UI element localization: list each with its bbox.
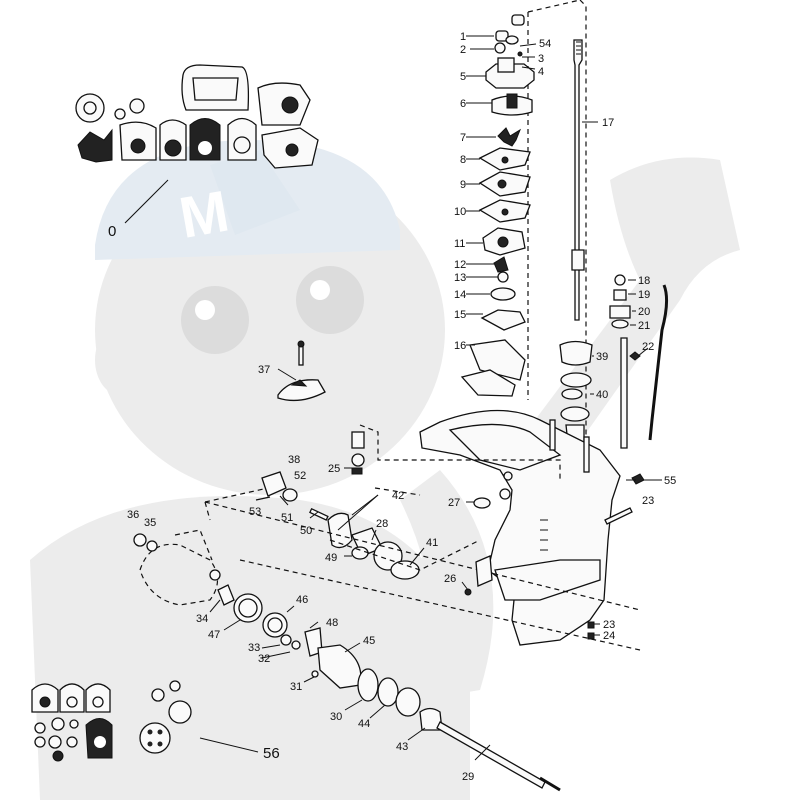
anode — [461, 555, 493, 596]
callout-52: 52 — [294, 470, 306, 482]
callout-51: 51 — [281, 512, 293, 524]
callout-24: 24 — [603, 630, 615, 642]
callout-32: 32 — [258, 653, 270, 665]
watermark-mascot-icon: M — [30, 140, 740, 800]
callout-42: 42 — [392, 490, 404, 502]
water-pump-kit-group — [75, 64, 319, 224]
callout-18: 18 — [638, 275, 650, 287]
callout-33: 33 — [248, 642, 260, 654]
bearing-carrier — [261, 605, 443, 741]
callout-3: 3 — [538, 53, 544, 65]
callout-7: 7 — [460, 132, 466, 144]
callout-37: 37 — [258, 364, 270, 376]
callout-38: 38 — [288, 454, 300, 466]
callout-35: 35 — [144, 517, 156, 529]
callout-54: 54 — [539, 38, 551, 50]
gasket-kit-group — [31, 680, 259, 762]
callout-1: 1 — [460, 31, 466, 43]
callout-30: 30 — [330, 711, 342, 723]
callout-9: 9 — [460, 179, 466, 191]
callout-12: 12 — [454, 259, 466, 271]
callout-23-lower: 23 — [603, 619, 615, 631]
callout-39: 39 — [596, 351, 608, 363]
callout-25: 25 — [328, 463, 340, 475]
trim-tab — [277, 340, 326, 402]
callout-11: 11 — [454, 238, 465, 250]
callout-22: 22 — [642, 341, 654, 353]
callout-46: 46 — [296, 594, 308, 606]
shift-shaft-bushing — [344, 431, 491, 509]
callout-10: 10 — [454, 206, 466, 218]
callout-26: 26 — [444, 573, 456, 585]
water-pump-stack — [460, 14, 535, 397]
callout-34: 34 — [196, 613, 208, 625]
shift-parts — [609, 274, 669, 449]
callout-40: 40 — [596, 389, 608, 401]
callout-53: 53 — [249, 506, 261, 518]
callout-31: 31 — [290, 681, 302, 693]
propeller-shaft — [436, 721, 561, 792]
callout-41: 41 — [426, 537, 438, 549]
propeller-outline — [133, 529, 263, 631]
callout-labels: 0 1 2 3 4 5 6 7 8 9 10 11 12 13 14 15 16… — [108, 31, 676, 783]
callout-0: 0 — [108, 223, 116, 240]
callout-28: 28 — [376, 518, 388, 530]
callout-20: 20 — [638, 306, 650, 318]
callout-27: 27 — [448, 497, 460, 509]
callout-44: 44 — [358, 718, 370, 730]
callout-5: 5 — [460, 71, 466, 83]
callout-55: 55 — [664, 475, 676, 487]
callout-43: 43 — [396, 741, 408, 753]
callout-17: 17 — [602, 117, 614, 129]
housing-bolts — [587, 473, 662, 640]
callout-23-upper: 23 — [642, 495, 654, 507]
callout-47: 47 — [208, 629, 220, 641]
callout-50: 50 — [300, 525, 312, 537]
callout-15: 15 — [454, 309, 466, 321]
callout-13: 13 — [454, 272, 466, 284]
callout-21: 21 — [638, 320, 650, 332]
callout-2: 2 — [460, 44, 466, 56]
callout-56: 56 — [263, 745, 280, 762]
top-stack-leaders — [466, 35, 537, 346]
callout-4: 4 — [538, 66, 544, 78]
callout-19: 19 — [638, 289, 650, 301]
callout-49: 49 — [325, 552, 337, 564]
callout-29: 29 — [462, 771, 474, 783]
drive-shaft — [571, 39, 598, 321]
watermark-cap-letter: M — [175, 179, 234, 251]
callout-45: 45 — [363, 635, 375, 647]
gear-housing — [419, 409, 621, 646]
callout-14: 14 — [454, 289, 466, 301]
callout-6: 6 — [460, 98, 466, 110]
callout-8: 8 — [460, 154, 466, 166]
callout-36: 36 — [127, 509, 139, 521]
callout-16: 16 — [454, 340, 466, 352]
callout-48: 48 — [326, 617, 338, 629]
